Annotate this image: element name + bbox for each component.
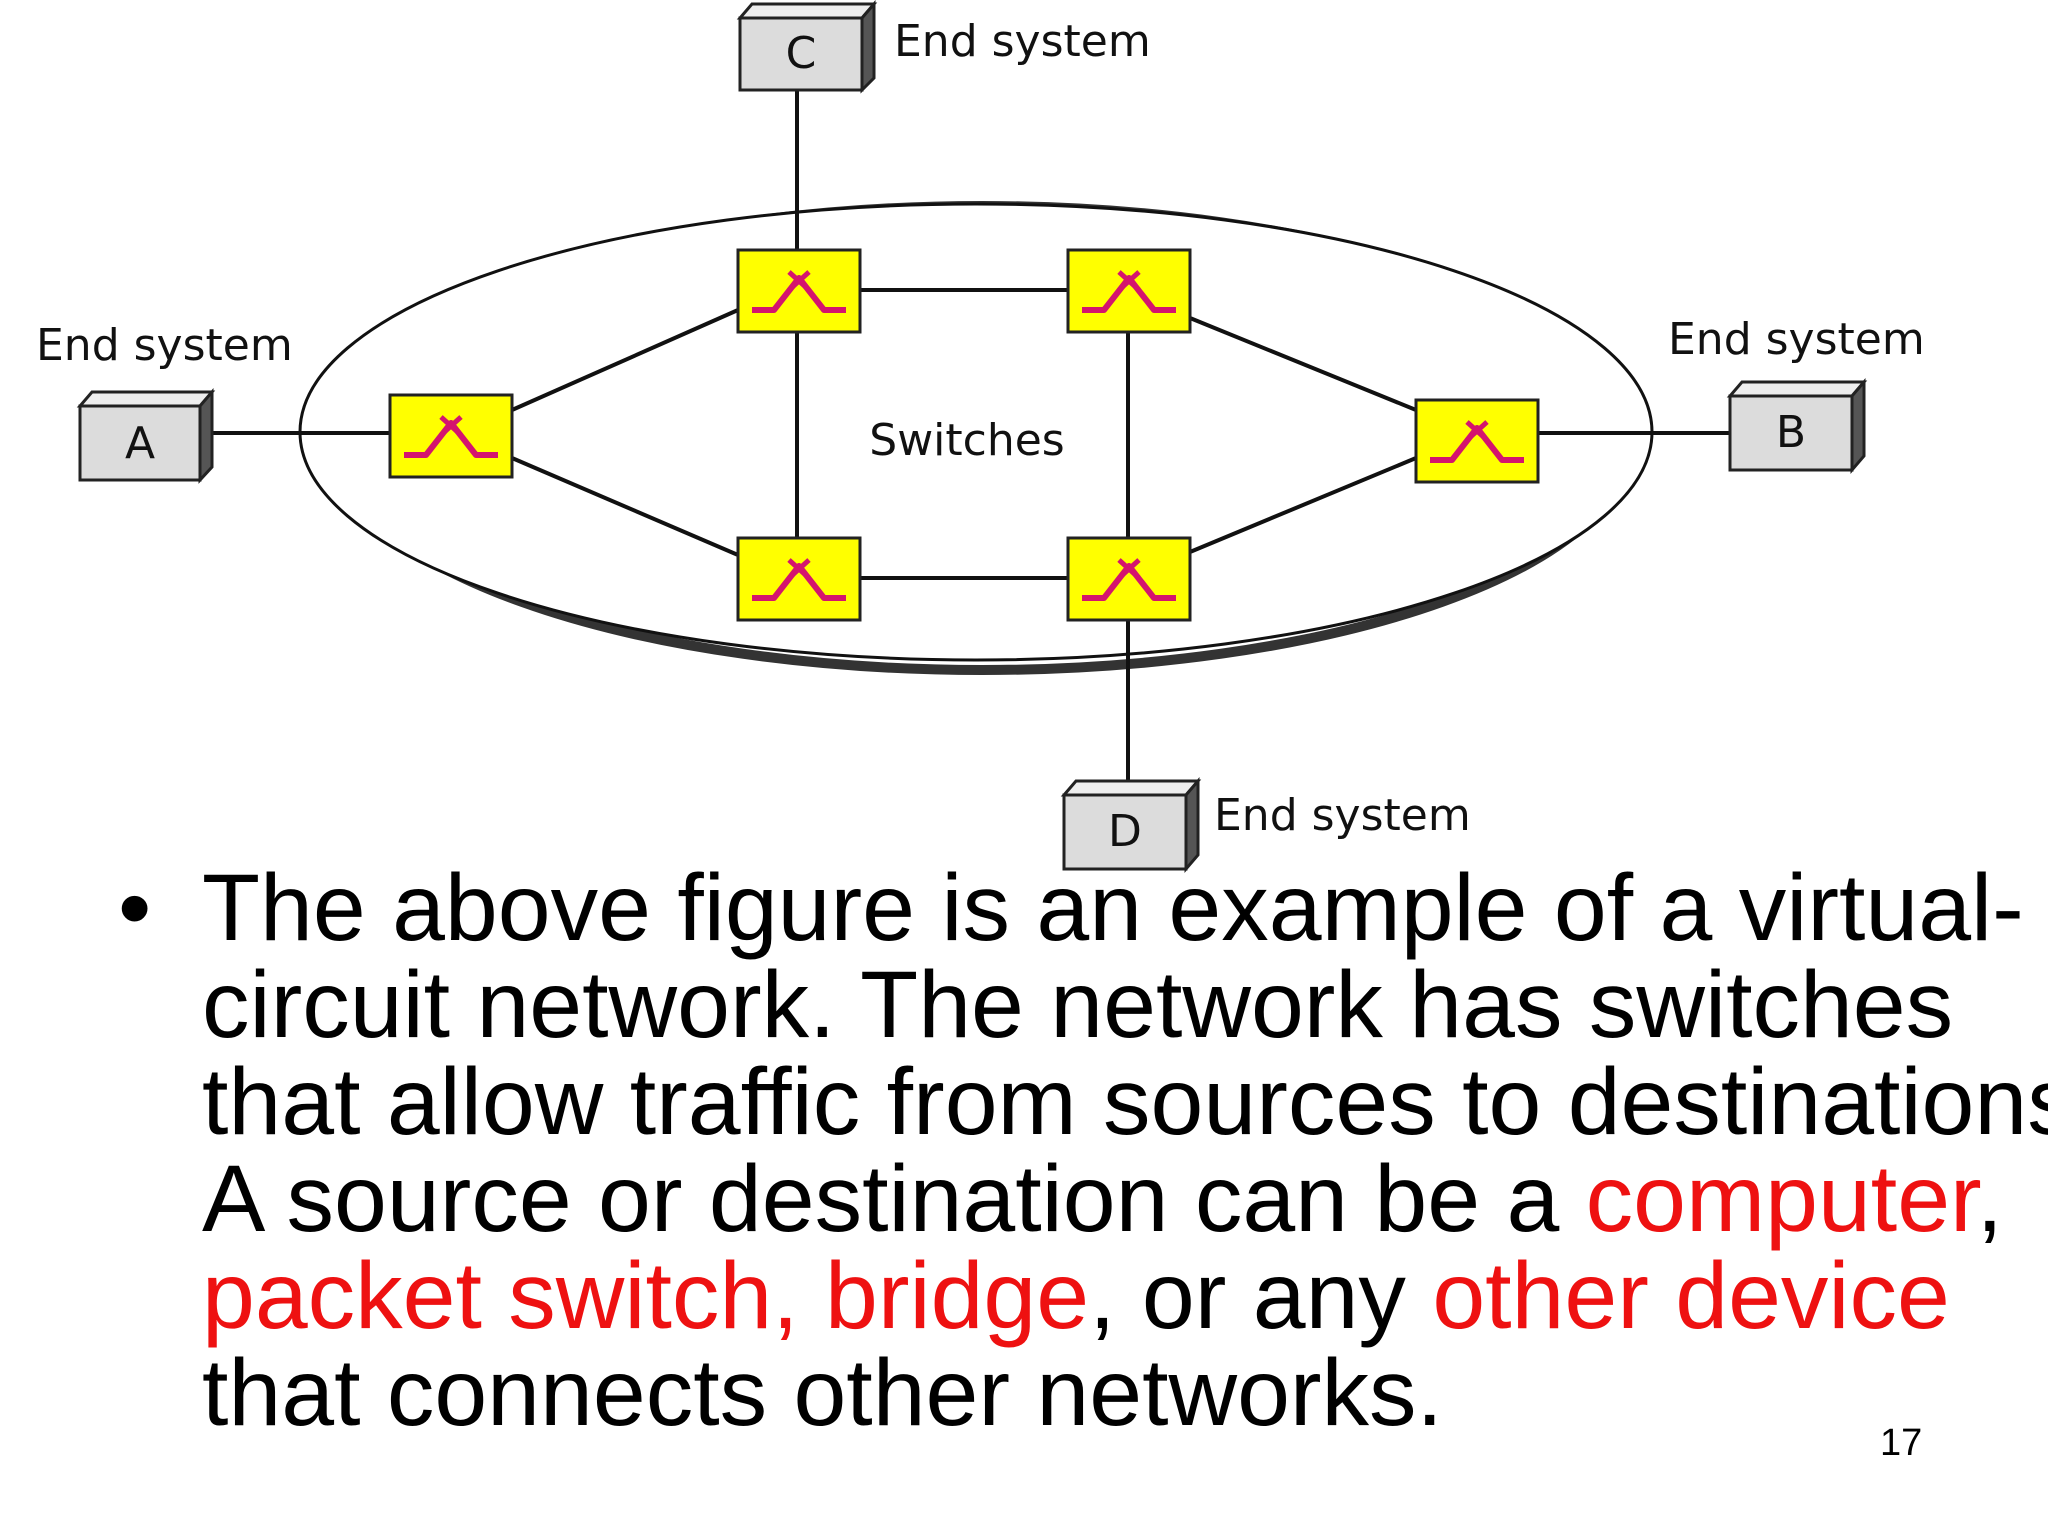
virtual-circuit-network-diagram: Switches A End system B End system C End…: [36, 0, 1925, 874]
end-system-b-label: End system: [1668, 314, 1925, 365]
highlight-other-device: other device: [1432, 1243, 1950, 1349]
end-system-a: A: [76, 387, 216, 484]
switch-icon: [738, 538, 860, 620]
end-system-d: D: [1060, 776, 1202, 874]
end-system-c: C: [736, 0, 878, 94]
switches-label: Switches: [869, 415, 1064, 466]
end-system-c-letter: C: [786, 28, 817, 79]
bullet-marker: •: [118, 855, 152, 961]
switch-icon: [1416, 400, 1538, 482]
end-system-a-label: End system: [36, 320, 293, 371]
bullet-paragraph: The above figure is an example of a virt…: [202, 855, 2048, 1446]
switch-icon: [1068, 538, 1190, 620]
links: [210, 90, 1730, 780]
bullet-line-2: circuit network. The network has switche…: [202, 952, 1954, 1058]
line5-text: , or any: [1089, 1243, 1433, 1349]
end-system-d-label: End system: [1214, 790, 1471, 841]
switch-icon: [738, 250, 860, 332]
bullet-line-3: that allow traffic from sources to desti…: [202, 1049, 2048, 1155]
line4-comma: ,: [1976, 1146, 2003, 1252]
page-number: 17: [1880, 1422, 1923, 1464]
switch-icon: [390, 395, 512, 477]
highlight-packet-switch-bridge: packet switch, bridge: [202, 1243, 1090, 1349]
link-s1-s4: [511, 456, 739, 557]
highlight-computer: computer: [1585, 1146, 1977, 1252]
end-system-c-label: End system: [894, 16, 1151, 67]
end-system-b-letter: B: [1776, 407, 1806, 458]
line4-text: A source or destination can be a: [202, 1146, 1586, 1252]
bullet-line-5: packet switch, bridge, or any other devi…: [202, 1248, 2002, 1345]
switch-icon: [1068, 250, 1190, 332]
bullet-line-4: A source or destination can be a compute…: [202, 1151, 2003, 1248]
end-system-a-letter: A: [125, 418, 155, 469]
end-system-b: B: [1726, 377, 1868, 475]
link-s1-s2: [511, 308, 739, 412]
bullet-line-6: that connects other networks.: [202, 1340, 1443, 1446]
link-s3-s6: [1189, 316, 1417, 412]
bullet-line-1: The above figure is an example of a virt…: [202, 855, 2024, 961]
end-system-d-letter: D: [1108, 806, 1142, 857]
link-s5-s6: [1189, 456, 1417, 554]
